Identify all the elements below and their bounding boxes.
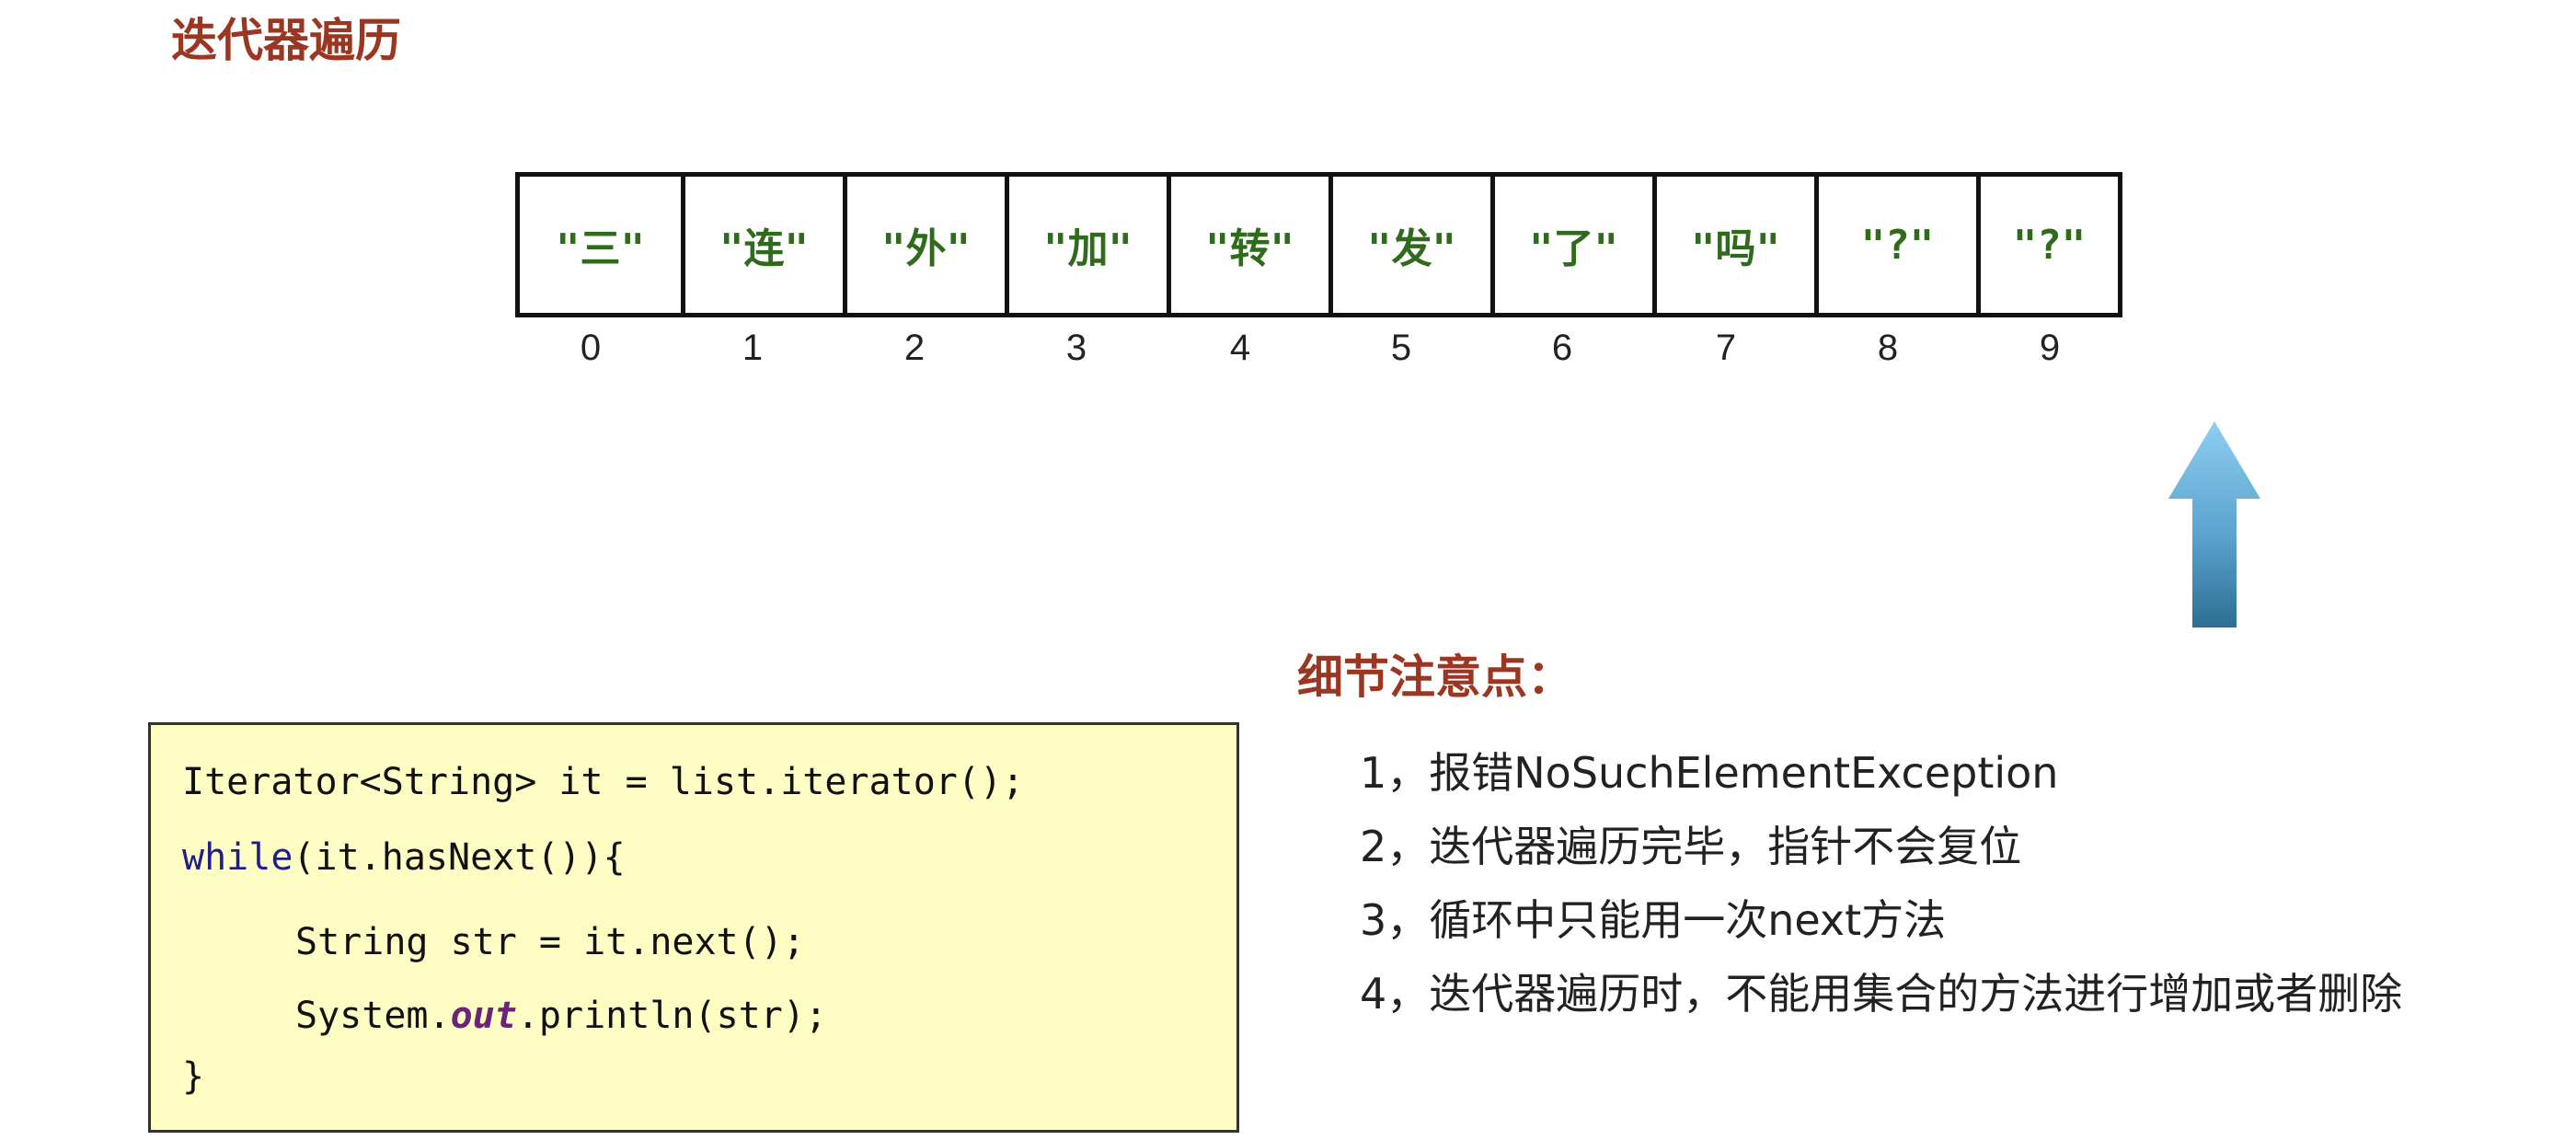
list-item: 1，报错NoSuchElementException — [1360, 748, 2059, 798]
array-cell: "吗" — [1657, 177, 1819, 313]
array-index: 5 — [1390, 328, 1412, 368]
list-item: 4，迭代器遍历时，不能用集合的方法进行增加或者删除 — [1360, 969, 2403, 1019]
code-line: System.out.println(str); — [295, 995, 827, 1037]
array-diagram: "三" "连" "外" "加" "转" "发" "了" "吗" "?" "?" — [515, 172, 2122, 317]
array-cell: "外" — [847, 177, 1009, 313]
array-cell: "三" — [520, 177, 685, 313]
array-index: 0 — [580, 328, 602, 368]
array-cell: "连" — [685, 177, 847, 313]
list-item: 2，迭代器遍历完毕，指针不会复位 — [1360, 822, 2022, 871]
code-line: String str = it.next(); — [295, 921, 805, 963]
up-arrow-icon — [2168, 421, 2260, 628]
array-index: 4 — [1229, 328, 1251, 368]
notes-title: 细节注意点： — [1297, 651, 1573, 704]
array-cell: "发" — [1333, 177, 1495, 313]
code-line: while(it.hasNext()){ — [182, 836, 626, 879]
page-title: 迭代器遍历 — [171, 14, 401, 67]
array-index: 7 — [1715, 328, 1737, 368]
array-index: 6 — [1551, 328, 1573, 368]
static-field: out — [450, 995, 517, 1037]
code-line: } — [182, 1055, 205, 1098]
keyword: while — [182, 836, 293, 879]
notes-list: 1，报错NoSuchElementException 2，迭代器遍历完毕，指针不… — [1360, 745, 2402, 1040]
code-block: Iterator<String> it = list.iterator(); w… — [148, 722, 1239, 1133]
array-index: 3 — [1065, 328, 1087, 368]
array-cell: "了" — [1495, 177, 1657, 313]
array-cell: "?" — [1981, 177, 2122, 313]
array-index: 2 — [903, 328, 926, 368]
array-cell: "加" — [1009, 177, 1171, 313]
array-index: 8 — [1877, 328, 1899, 368]
array-index: 1 — [742, 328, 764, 368]
code-line: Iterator<String> it = list.iterator(); — [182, 761, 1025, 803]
array-cell: "转" — [1171, 177, 1333, 313]
array-index: 9 — [2039, 328, 2061, 368]
array-cell: "?" — [1819, 177, 1981, 313]
list-item: 3，循环中只能用一次next方法 — [1360, 895, 1947, 945]
